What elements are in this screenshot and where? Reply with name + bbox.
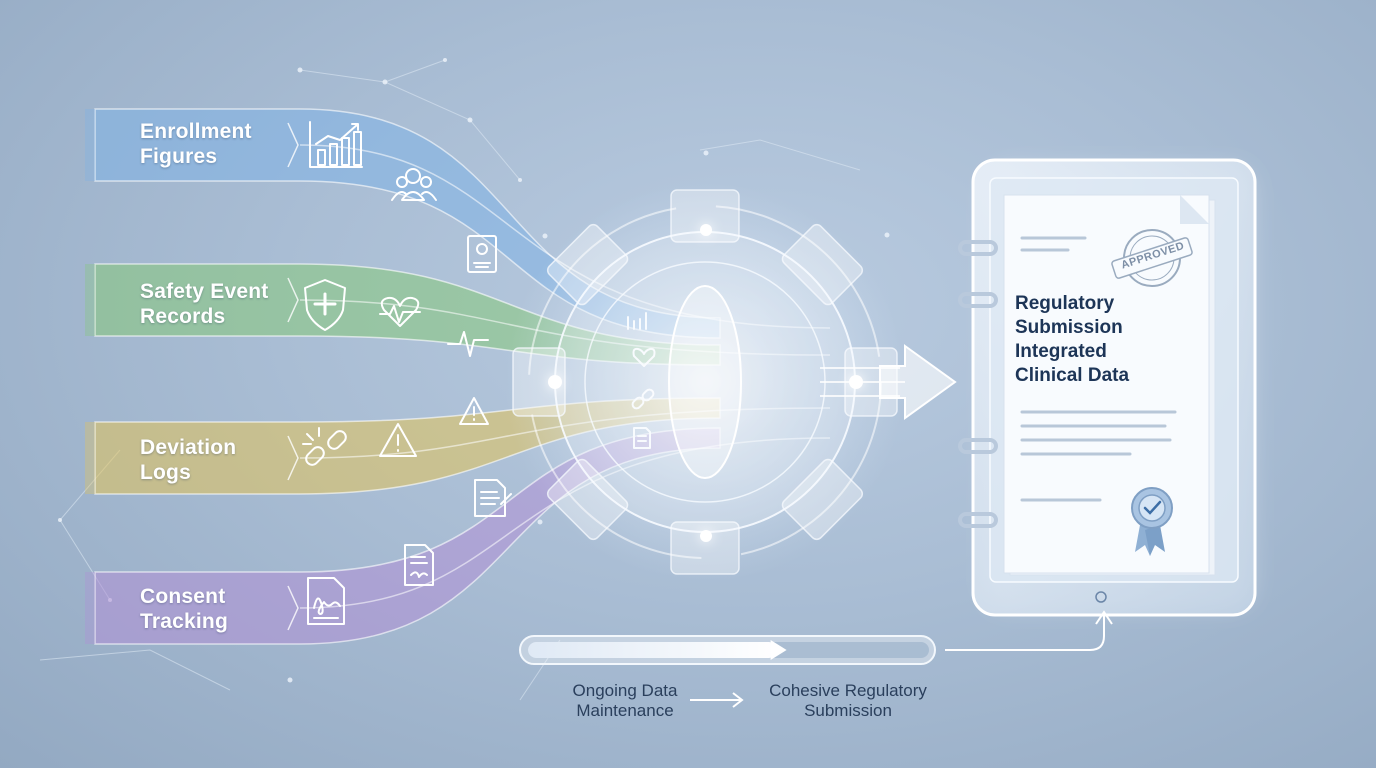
label-line: Safety Event [140, 280, 269, 303]
label-line: Enrollment [140, 120, 252, 143]
heartbeat-icon [379, 296, 421, 327]
caption-end: Cohesive Regulatory Submission [752, 681, 944, 721]
stream-label-deviation: Deviation Logs [140, 435, 236, 485]
progress-fill [528, 642, 777, 658]
title-line: Submission [1015, 317, 1123, 338]
caption-line: Cohesive Regulatory [769, 681, 927, 700]
progress-bar [519, 610, 1113, 708]
document-lines [1020, 236, 1177, 502]
signature-icon [307, 577, 345, 625]
output-arrow [820, 344, 957, 420]
profile-card-icon [467, 235, 497, 273]
caption-line: Ongoing Data [572, 681, 678, 700]
label-line: Figures [140, 145, 218, 168]
label-line: Tracking [140, 610, 228, 633]
document-icon [474, 479, 512, 517]
stream-label-enrollment: Enrollment Figures [140, 119, 252, 169]
caption-line: Submission [804, 701, 892, 720]
award-ribbon-icon [1131, 487, 1173, 556]
heartbeat-icon [447, 331, 489, 357]
gear-icon [505, 182, 905, 582]
title-line: Clinical Data [1015, 365, 1130, 386]
caption-arrow-icon [690, 692, 744, 708]
label-line: Consent [140, 585, 226, 608]
title-line: Integrated [1015, 341, 1107, 362]
title-line: Regulatory [1015, 293, 1115, 314]
document-title: Regulatory Submission Integrated Clinica… [1015, 292, 1175, 388]
warning-icon [379, 423, 417, 457]
label-line: Records [140, 305, 226, 328]
broken-link-icon [302, 427, 347, 466]
warning-icon [459, 397, 489, 425]
binder-rings [958, 240, 998, 528]
shield-plus-icon [304, 279, 346, 331]
approved-stamp-icon [1111, 229, 1193, 287]
stream-label-safety: Safety Event Records [140, 279, 268, 329]
submission-tablet [958, 158, 1257, 617]
caption-line: Maintenance [576, 701, 674, 720]
label-line: Deviation [140, 436, 237, 459]
document-icon [404, 544, 434, 586]
label-line: Logs [140, 461, 191, 484]
stream-label-consent: Consent Tracking [140, 584, 228, 634]
people-icon [391, 168, 437, 201]
line-chart-icon [309, 121, 363, 168]
caption-start: Ongoing Data Maintenance [540, 681, 710, 721]
